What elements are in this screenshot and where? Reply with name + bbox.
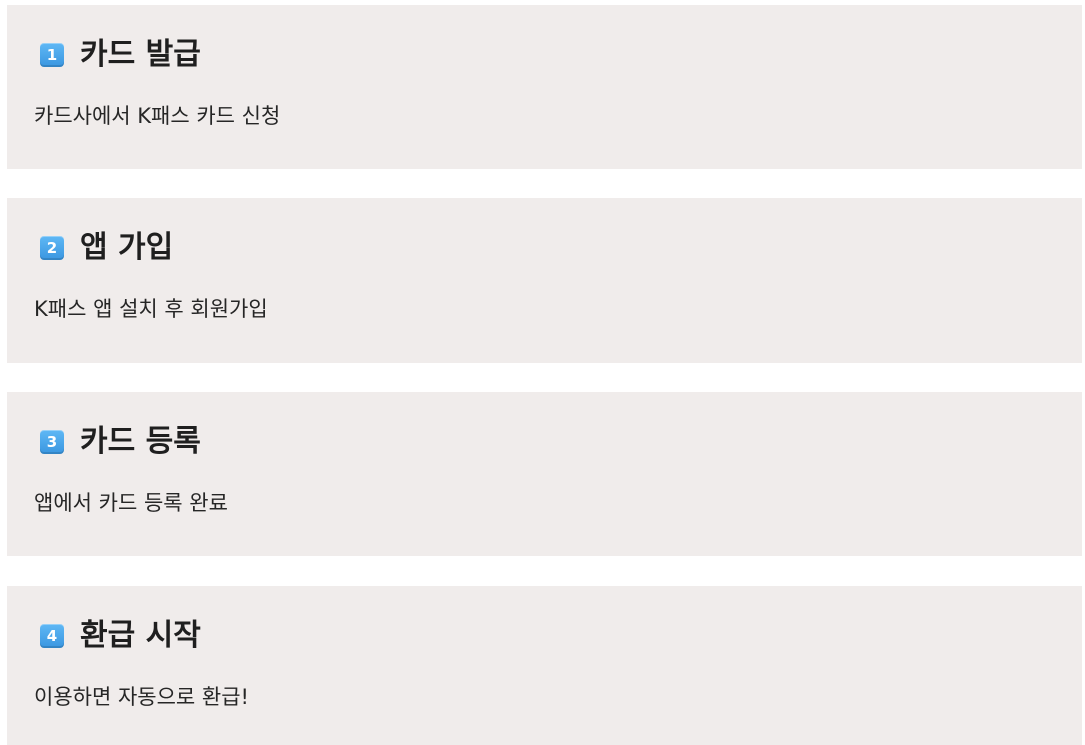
step-title: 앱 가입 [80, 230, 174, 265]
step-card-3: 3 카드 등록 앱에서 카드 등록 완료 [7, 392, 1082, 556]
step-header: 2 앱 가입 [40, 230, 173, 266]
step-description: 이용하면 자동으로 환급! [34, 685, 249, 709]
step-header: 1 카드 발급 [40, 37, 201, 73]
keycap-1-icon: 1 [40, 43, 64, 67]
step-header: 3 카드 등록 [40, 424, 201, 460]
step-title: 환급 시작 [80, 618, 201, 653]
step-description: 카드사에서 K패스 카드 신청 [34, 104, 281, 128]
step-title: 카드 발급 [80, 37, 201, 72]
step-card-2: 2 앱 가입 K패스 앱 설치 후 회원가입 [7, 198, 1082, 363]
keycap-2-icon: 2 [40, 236, 64, 260]
step-header: 4 환급 시작 [40, 618, 201, 654]
keycap-3-icon: 3 [40, 430, 64, 454]
step-description: 앱에서 카드 등록 완료 [34, 491, 228, 515]
step-description: K패스 앱 설치 후 회원가입 [34, 297, 268, 321]
step-card-1: 1 카드 발급 카드사에서 K패스 카드 신청 [7, 5, 1082, 169]
keycap-4-icon: 4 [40, 624, 64, 648]
step-title: 카드 등록 [80, 424, 201, 459]
step-card-4: 4 환급 시작 이용하면 자동으로 환급! [7, 586, 1082, 745]
